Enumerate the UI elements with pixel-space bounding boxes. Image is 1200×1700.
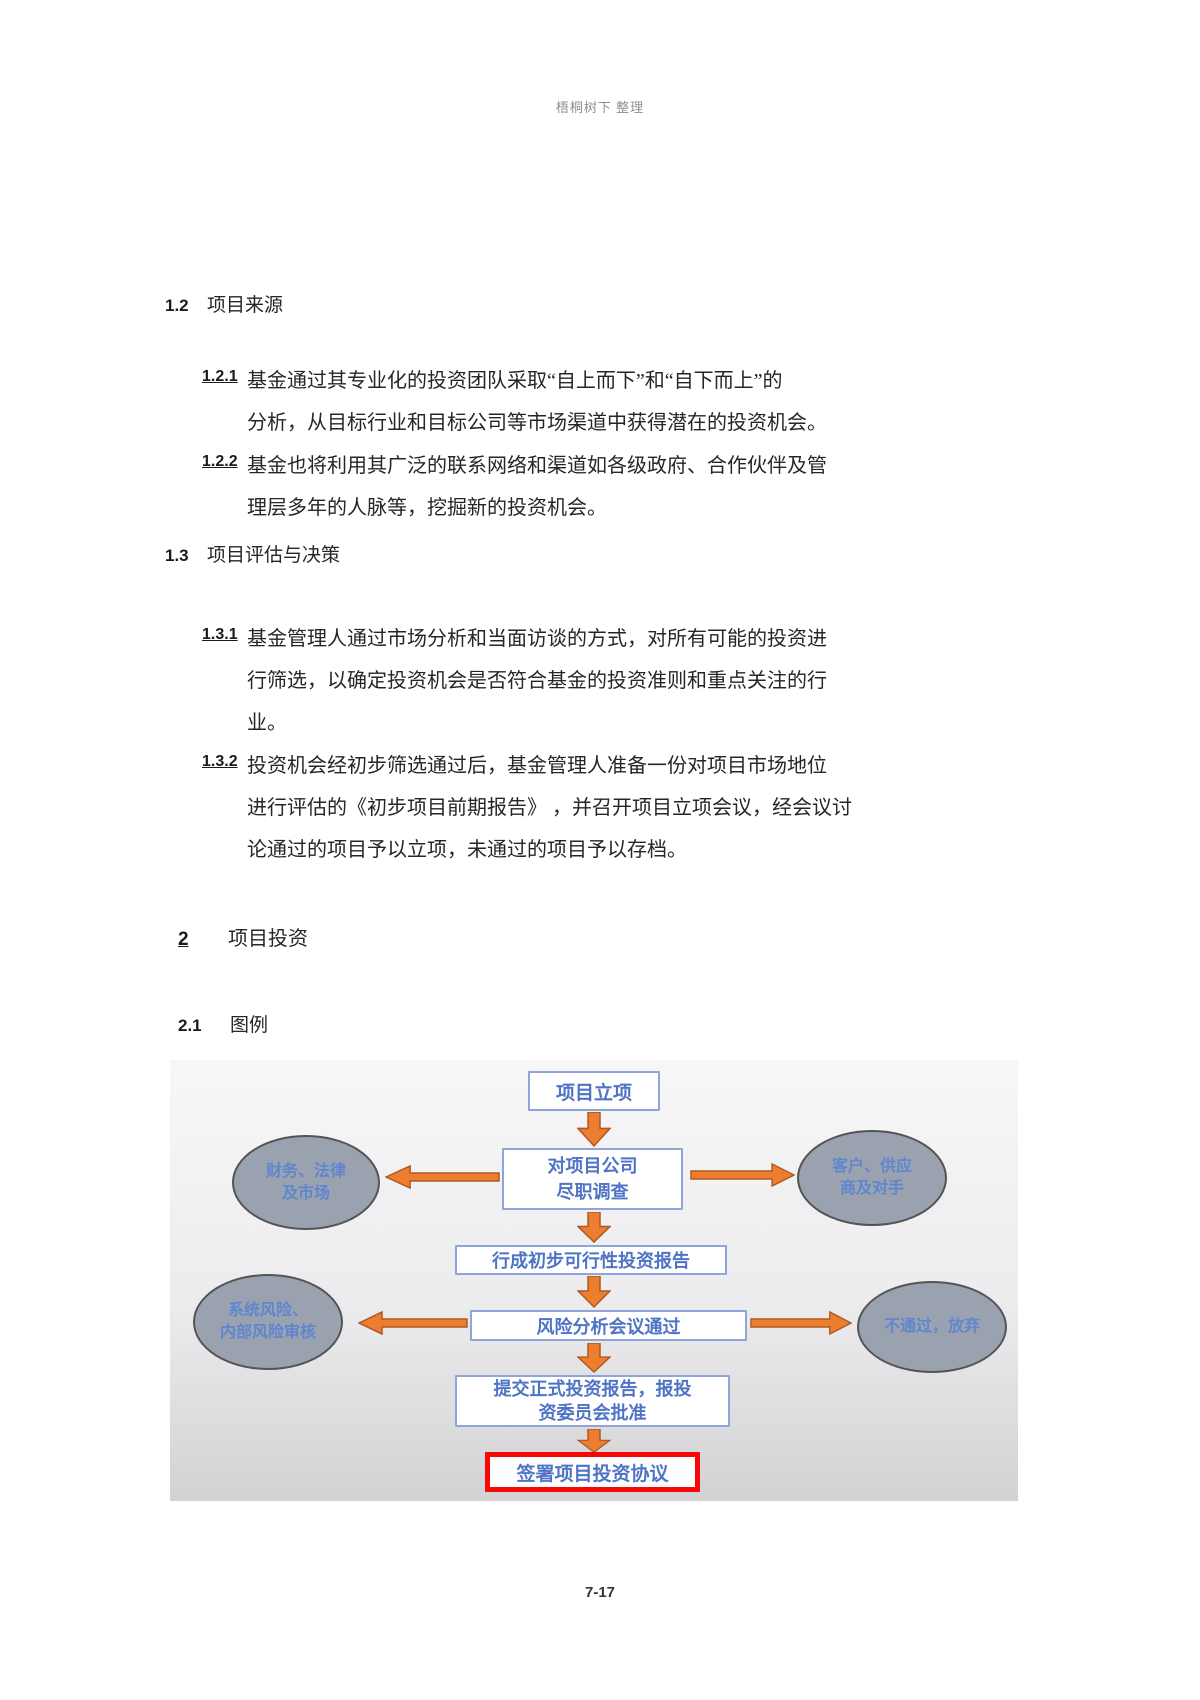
flow-arrow-left-icon (358, 1311, 468, 1335)
flow-arrow-down-icon (577, 1212, 611, 1243)
text-line: 基金也将利用其广泛的联系网络和渠道如各级政府、合作伙伴及管 (247, 455, 827, 477)
node-label-line: 财务、法律 (265, 1162, 346, 1180)
section-title: 图例 (230, 1015, 269, 1036)
section-heading-2-1: 2.1 图例 (178, 1010, 268, 1037)
node-label-line: 资委员会批准 (538, 1403, 647, 1423)
node-label-line: 内部风险审核 (219, 1324, 316, 1341)
node-label: 行成初步可行性投资报告 (492, 1251, 690, 1271)
node-label: 不通过，放弃 (883, 1318, 980, 1335)
node-label-line: 及市场 (281, 1184, 330, 1202)
clause-text: 基金通过其专业化的投资团队采取“自上而下”和“自下而上”的 分析，从目标行业和目… (247, 360, 909, 444)
section-number: 2 (178, 929, 189, 950)
section-title: 项目投资 (228, 928, 308, 950)
flow-node-risk-review: 系统风险、 内部风险审核 (193, 1274, 343, 1370)
flow-arrow-down-icon (577, 1429, 611, 1453)
clause-1-3-2: 1.3.2 投资机会经初步筛选通过后，基金管理人准备一份对项目市场地位 进行评估… (202, 745, 909, 871)
section-number: 1.3 (165, 546, 189, 565)
section-title: 项目评估与决策 (207, 545, 341, 566)
section-heading-1-3: 1.3 项目评估与决策 (165, 540, 340, 567)
node-label-line: 尽职调查 (556, 1182, 629, 1202)
flow-node-risk-meeting: 风险分析会议通过 (470, 1310, 747, 1341)
flow-arrow-down-icon (577, 1276, 611, 1308)
investment-process-flowchart: 项目立项 对项目公司 尽职调查 财务、法律 及市场 客户、供应 商及对手 行成初… (170, 1060, 1018, 1501)
flow-arrow-down-icon (577, 1343, 611, 1373)
flow-node-project-initiation: 项目立项 (528, 1071, 660, 1111)
clause-number: 1.3.1 (202, 626, 238, 643)
watermark-text: 梧桐树下 整理 (555, 100, 645, 115)
clause-text: 投资机会经初步筛选通过后，基金管理人准备一份对项目市场地位 进行评估的《初步项目… (247, 745, 909, 871)
node-label-line: 提交正式投资报告，报投 (493, 1379, 692, 1399)
flow-arrow-left-icon (385, 1165, 500, 1189)
text-line: 进行评估的《初步项目前期报告》 ，并召开项目立项会议，经会议讨 (247, 797, 852, 819)
text-line: 基金通过其专业化的投资团队采取“自上而下”和“自下而上”的 (247, 370, 783, 392)
text-line: 基金管理人通过市场分析和当面访谈的方式，对所有可能的投资进 (247, 628, 827, 650)
flow-node-customers-suppliers: 客户、供应 商及对手 (797, 1130, 947, 1226)
flow-node-rejected: 不通过，放弃 (857, 1281, 1007, 1373)
text-line: 理层多年的人脉等，挖掘新的投资机会。 (247, 497, 607, 519)
flow-arrow-right-icon (690, 1163, 795, 1187)
section-title: 项目来源 (207, 295, 284, 316)
clause-number: 1.3.2 (202, 753, 238, 770)
section-number: 1.2 (165, 296, 189, 315)
node-label-line: 客户、供应 (831, 1158, 912, 1175)
node-label: 签署项目投资协议 (516, 1463, 669, 1485)
text-line: 业。 (247, 712, 287, 734)
clause-1-2-2: 1.2.2 基金也将利用其广泛的联系网络和渠道如各级政府、合作伙伴及管 理层多年… (202, 445, 909, 529)
page-number: 7-17 (584, 1584, 616, 1601)
flow-node-feasibility-report: 行成初步可行性投资报告 (455, 1245, 727, 1275)
section-heading-2: 2 项目投资 (178, 922, 308, 951)
flow-node-due-diligence: 对项目公司 尽职调查 (502, 1148, 683, 1210)
node-label: 项目立项 (555, 1082, 632, 1104)
flow-node-sign-agreement: 签署项目投资协议 (485, 1452, 700, 1492)
flow-node-formal-report: 提交正式投资报告，报投 资委员会批准 (455, 1375, 730, 1427)
section-heading-1-2: 1.2 项目来源 (165, 290, 283, 317)
text-line: 行筛选，以确定投资机会是否符合基金的投资准则和重点关注的行 (247, 670, 827, 692)
clause-number: 1.2.1 (202, 368, 238, 385)
clause-text: 基金也将利用其广泛的联系网络和渠道如各级政府、合作伙伴及管 理层多年的人脉等，挖… (247, 445, 909, 529)
section-number: 2.1 (178, 1016, 202, 1035)
clause-number: 1.2.2 (202, 453, 238, 470)
flow-node-finance-legal-market: 财务、法律 及市场 (232, 1135, 380, 1230)
text-line: 分析，从目标行业和目标公司等市场渠道中获得潜在的投资机会。 (247, 412, 827, 434)
clause-text: 基金管理人通过市场分析和当面访谈的方式，对所有可能的投资进 行筛选，以确定投资机… (247, 618, 909, 744)
clause-1-3-1: 1.3.1 基金管理人通过市场分析和当面访谈的方式，对所有可能的投资进 行筛选，… (202, 618, 909, 744)
text-line: 投资机会经初步筛选通过后，基金管理人准备一份对项目市场地位 (247, 755, 827, 777)
node-label: 风险分析会议通过 (536, 1316, 681, 1337)
clause-1-2-1: 1.2.1 基金通过其专业化的投资团队采取“自上而下”和“自下而上”的 分析，从… (202, 360, 909, 444)
flow-arrow-right-icon (750, 1311, 852, 1335)
text-line: 论通过的项目予以立项，未通过的项目予以存档。 (247, 839, 687, 861)
flow-arrow-down-icon (577, 1112, 611, 1147)
node-label-line: 商及对手 (839, 1180, 904, 1197)
node-label-line: 对项目公司 (547, 1156, 638, 1176)
node-label-line: 系统风险、 (227, 1302, 308, 1319)
